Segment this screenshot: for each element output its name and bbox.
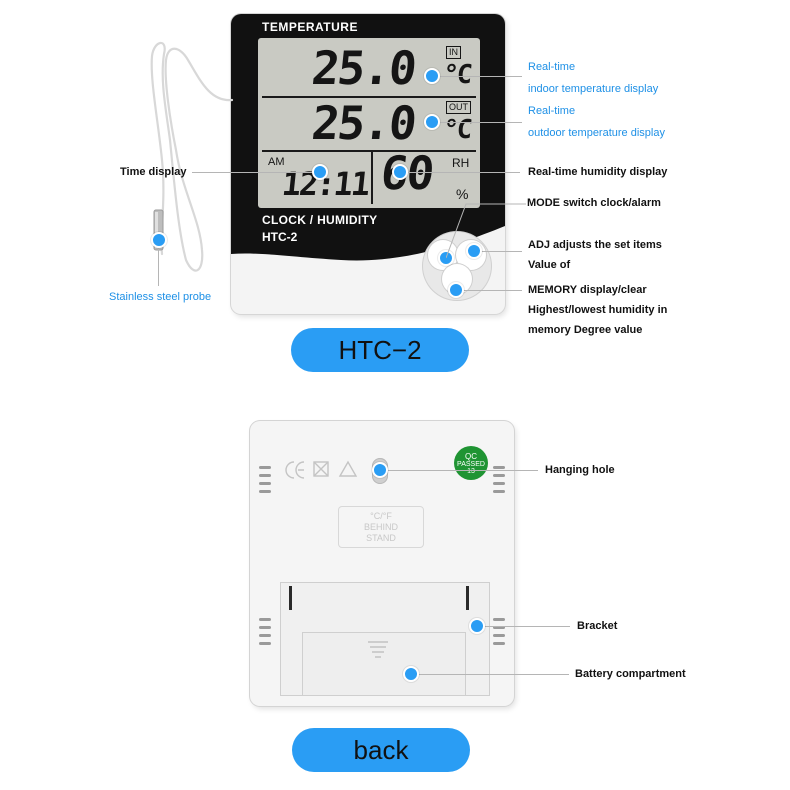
humidity-dot-icon [392, 164, 408, 180]
vent [493, 466, 505, 469]
vent [493, 634, 505, 637]
rh-label: RH [452, 156, 470, 170]
time-leader-line [192, 172, 320, 173]
bracket-slot [289, 586, 292, 610]
battery-latch-icon [368, 641, 388, 658]
time-callout: Time display [120, 166, 187, 178]
probe-cable [150, 41, 234, 272]
indoor-leader-line [432, 76, 522, 77]
humidity-leader-line [400, 172, 520, 173]
vent [259, 642, 271, 645]
qc-sticker: QC PASSED 13 [454, 446, 488, 480]
outdoor-leader-line [432, 122, 522, 123]
bracket-slot [466, 586, 469, 610]
device-top-label: TEMPERATURE [262, 20, 358, 34]
model-pill: HTC−2 [291, 328, 469, 372]
time-dot-icon [312, 164, 328, 180]
hanging-hole-dot-icon [372, 462, 388, 478]
indoor-dot-icon [424, 68, 440, 84]
vent [493, 474, 505, 477]
mode-leader-line [446, 203, 526, 259]
vent [259, 634, 271, 637]
mode-callout: MODE switch clock/alarm [527, 197, 661, 209]
adj-dot-icon [466, 243, 482, 259]
battery-leader-line [411, 674, 569, 675]
vent [493, 490, 505, 493]
vent [259, 626, 271, 629]
lcd-screen [258, 38, 480, 208]
lcd-divider [371, 152, 373, 204]
indoor-callout: Real-time indoor temperature display [528, 61, 659, 95]
battery-callout: Battery compartment [575, 668, 686, 680]
vent [493, 482, 505, 485]
vent [259, 482, 271, 485]
lcd-divider [262, 96, 476, 98]
device-bottom-label: CLOCK / HUMIDITY [262, 213, 378, 227]
indoor-temperature: 25.0 [309, 41, 418, 95]
indoor-unit: °C [441, 60, 472, 90]
memory-callout: MEMORY display/clear Highest/lowest humi… [528, 284, 668, 336]
percent-label: % [456, 186, 469, 202]
vent [259, 466, 271, 469]
probe-callout: Stainless steel probe [109, 291, 212, 303]
vent [493, 626, 505, 629]
am-indicator: AM [268, 156, 285, 168]
vent [493, 618, 505, 621]
emboss-panel: °C/°F BEHIND STAND [338, 506, 424, 548]
indoor-tag: IN [446, 46, 461, 59]
button-cluster [423, 232, 491, 300]
outdoor-temperature: 25.0 [309, 96, 418, 150]
probe-dot-icon [151, 232, 167, 248]
vent [259, 490, 271, 493]
probe-leader-line [158, 240, 159, 286]
outdoor-dot-icon [424, 114, 440, 130]
humidity-callout: Real-time humidity display [528, 166, 668, 178]
battery-dot-icon [403, 666, 419, 682]
outdoor-tag: OUT [446, 101, 471, 114]
vent [259, 618, 271, 621]
bracket-dot-icon [469, 618, 485, 634]
adj-leader-line [474, 251, 522, 252]
outdoor-unit: °C [441, 115, 472, 145]
device-model-label: HTC-2 [262, 230, 298, 244]
hanging-hole-callout: Hanging hole [545, 464, 615, 476]
outdoor-callout: Real-time outdoor temperature display [528, 105, 665, 139]
bracket-callout: Bracket [577, 620, 618, 632]
memory-dot-icon [448, 282, 464, 298]
vent [493, 642, 505, 645]
vent [259, 474, 271, 477]
hanging-hole-leader-line [380, 470, 538, 471]
lcd-divider [262, 150, 476, 152]
back-pill: back [292, 728, 470, 772]
adj-callout: ADJ adjusts the set items Value of [528, 239, 662, 271]
memory-leader-line [456, 290, 522, 291]
compliance-marks-icon [285, 460, 358, 479]
bracket-leader-line [477, 626, 570, 627]
